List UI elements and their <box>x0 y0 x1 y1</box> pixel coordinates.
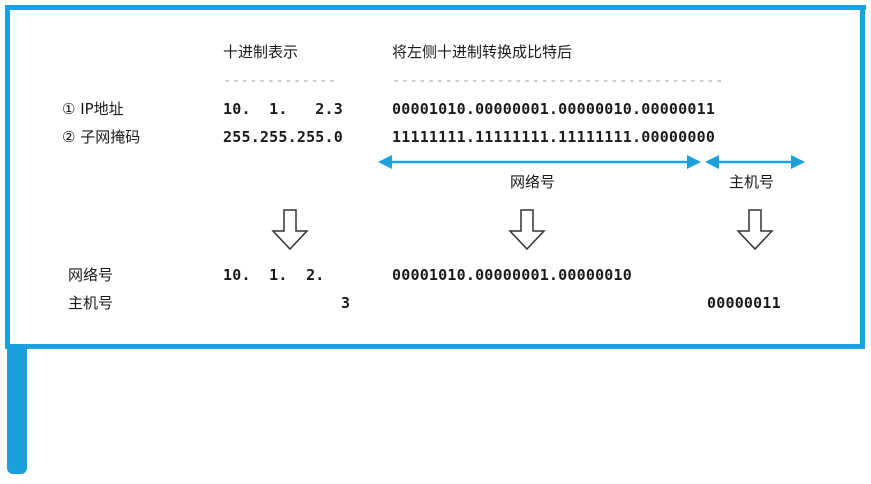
result-host-label: 主机号 <box>68 294 114 312</box>
divider-binary: -------------------------------------- <box>392 73 724 89</box>
result-network-binary: 00001010.00000001.00000010 <box>392 266 632 284</box>
down-arrow-icon <box>271 209 309 251</box>
host-span-arrow <box>705 155 805 169</box>
header-binary: 将左侧十进制转换成比特后 <box>392 43 573 61</box>
down-arrow-icon <box>508 209 546 251</box>
row-mask-decimal: 255.255.255.0 <box>223 128 343 146</box>
result-network-decimal: 10. 1. 2. <box>223 266 325 284</box>
span-host-label: 主机号 <box>729 173 775 191</box>
network-span-arrow <box>378 155 701 169</box>
down-arrow-icon <box>736 209 774 251</box>
frame-left-border <box>5 5 10 349</box>
row-ip-label: ① IP地址 <box>62 100 124 118</box>
row-ip-decimal: 10. 1. 2.3 <box>223 100 343 118</box>
result-host-binary: 00000011 <box>707 294 781 312</box>
result-network-label: 网络号 <box>68 266 114 284</box>
frame-bottom-border <box>5 344 865 349</box>
header-decimal: 十进制表示 <box>223 43 299 61</box>
row-mask-binary: 11111111.11111111.11111111.00000000 <box>392 128 716 146</box>
result-host-decimal: 3 <box>341 294 351 312</box>
frame-top-border <box>5 5 866 10</box>
frame-right-border <box>860 5 865 349</box>
row-ip-binary: 00001010.00000001.00000010.00000011 <box>392 100 716 118</box>
divider-decimal: ------------- <box>223 73 337 89</box>
span-network-label: 网络号 <box>510 173 556 191</box>
side-tab <box>7 344 27 474</box>
row-mask-label: ② 子网掩码 <box>62 128 141 146</box>
